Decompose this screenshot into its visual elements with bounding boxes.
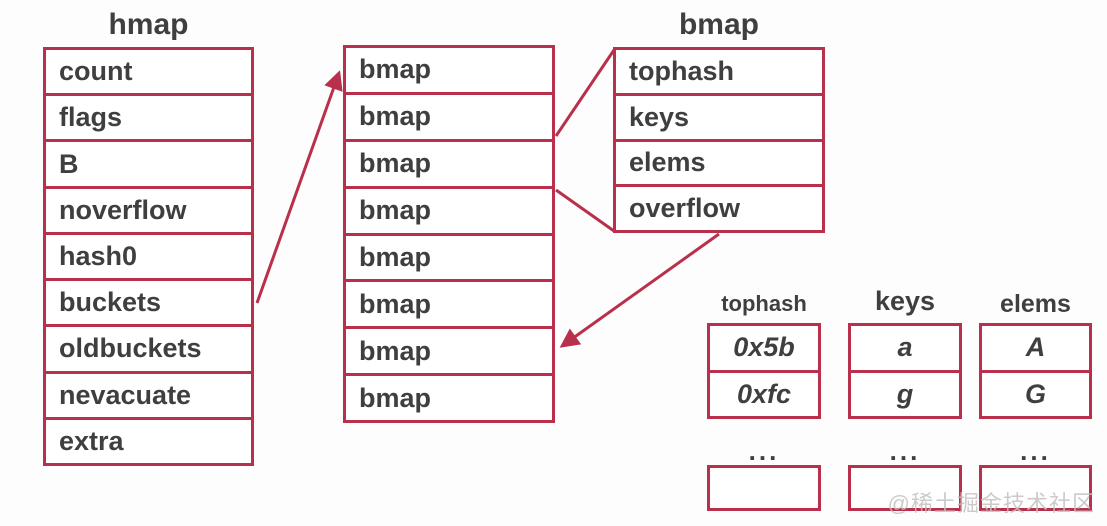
bmap-title: bmap xyxy=(678,8,759,41)
bmap-field-elems: elems xyxy=(616,138,822,185)
keys-ellipsis: ... xyxy=(889,436,921,466)
tophash-column-header: tophash xyxy=(721,291,807,316)
tophash-value-0: 0x5b xyxy=(733,332,795,363)
arrow-overflow-to-bucket6 xyxy=(559,232,720,348)
hmap-field-noverflow: noverflow xyxy=(46,185,251,232)
bmap-struct-box: tophash keys elems overflow xyxy=(613,47,825,233)
bucket-cell-2: bmap xyxy=(346,138,552,186)
bmap-field-tophash: tophash xyxy=(629,55,734,86)
elems-empty-cell xyxy=(979,465,1092,511)
bucket-cell-5: bmap xyxy=(346,279,552,326)
keys-empty-cell xyxy=(848,465,962,511)
tophash-values-box: 0x5b 0xfc xyxy=(707,323,821,419)
hmap-field-count: count xyxy=(59,56,133,87)
bucket-cell-7: bmap xyxy=(346,373,552,420)
keys-values-box: a g xyxy=(848,323,962,419)
bucket-cell-6: bmap xyxy=(346,326,552,373)
bucket-cell-4: bmap xyxy=(346,232,552,280)
watermark-text: @稀土掘金技术社区 xyxy=(887,491,1095,516)
zoom-line-top xyxy=(554,49,616,137)
elems-value-0: A xyxy=(1025,332,1046,363)
elems-values-box: A G xyxy=(979,323,1092,419)
bucket-cell-3: bmap xyxy=(346,185,552,233)
bucket-cell-1: bmap xyxy=(346,91,552,139)
hmap-field-oldbuckets: oldbuckets xyxy=(46,324,251,370)
elems-column-header: elems xyxy=(1000,290,1071,318)
hmap-field-buckets: buckets xyxy=(46,278,251,324)
hmap-struct-box: count flags B noverflow hash0 buckets ol… xyxy=(43,47,254,466)
arrow-buckets-to-bucket0 xyxy=(255,70,343,304)
bmap-field-overflow: overflow xyxy=(616,184,822,230)
hmap-field-extra: extra xyxy=(46,416,251,463)
keys-column-header: keys xyxy=(874,286,936,316)
zoom-line-bottom xyxy=(555,188,615,233)
hmap-field-b: B xyxy=(46,139,251,185)
elems-value-1: G xyxy=(982,369,1089,417)
keys-value-1: g xyxy=(851,369,959,417)
tophash-ellipsis: ... xyxy=(748,436,780,466)
bmap-field-keys: keys xyxy=(616,92,822,139)
hmap-field-flags: flags xyxy=(46,93,251,139)
tophash-value-1: 0xfc xyxy=(710,369,818,417)
keys-value-0: a xyxy=(897,332,913,363)
buckets-array-box: bmap bmap bmap bmap bmap bmap bmap bmap xyxy=(343,45,555,423)
elems-ellipsis: ... xyxy=(1020,436,1051,466)
hmap-field-nevacuate: nevacuate xyxy=(46,370,251,417)
hmap-title: hmap xyxy=(108,8,189,41)
bucket-cell-0: bmap xyxy=(359,54,432,85)
hmap-field-hash0: hash0 xyxy=(46,231,251,278)
tophash-empty-cell xyxy=(707,465,821,511)
